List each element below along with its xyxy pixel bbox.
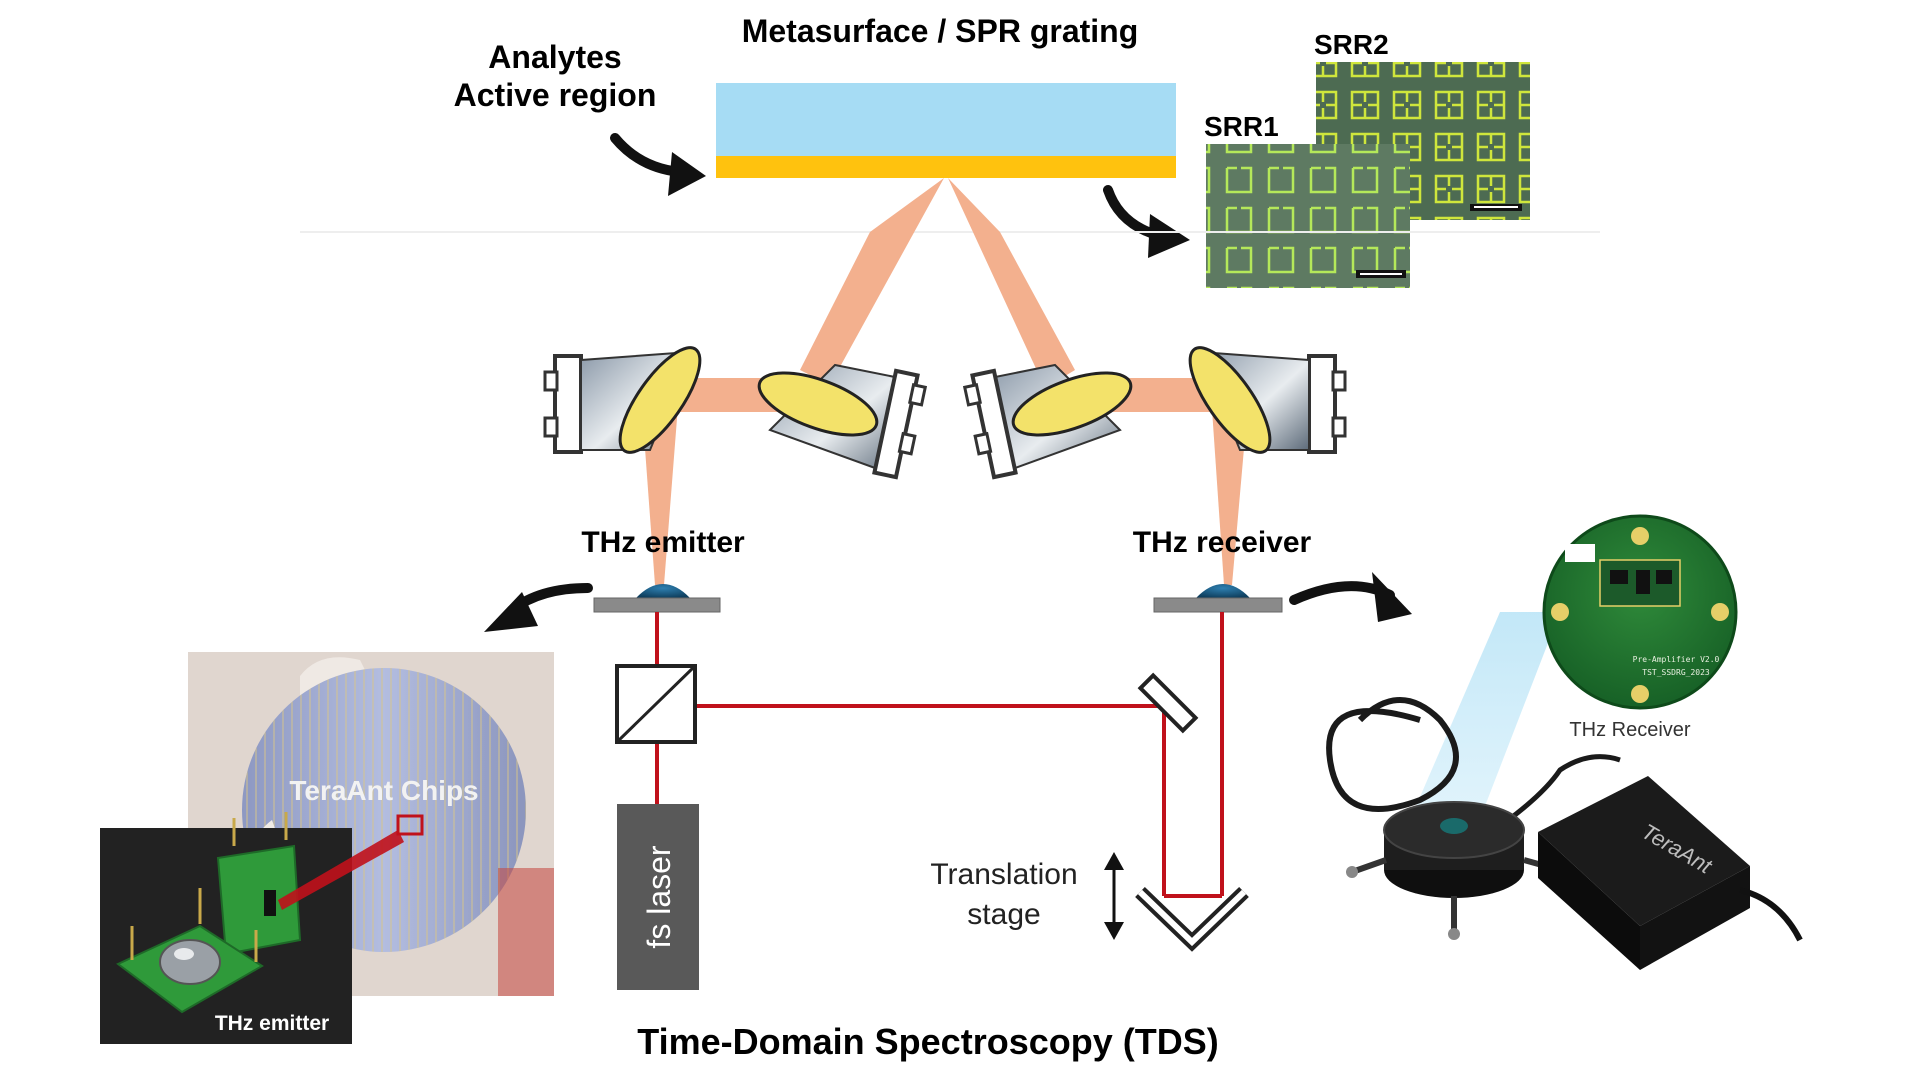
srr1-micrograph	[1206, 144, 1410, 288]
parabolic-mirror-right-outer	[1188, 346, 1347, 454]
analytes-label: Analytes	[488, 39, 621, 75]
laser-beam-path	[655, 612, 1224, 898]
tds-caption: Time-Domain Spectroscopy (TDS)	[637, 1021, 1218, 1062]
thz-emitter-label: THz emitter	[581, 526, 745, 559]
receiver-photo-arrow	[1289, 572, 1412, 622]
translation-double-arrow	[1104, 852, 1124, 940]
thz-emitter-photo-label: THz emitter	[215, 1012, 329, 1035]
fs-laser-box: fs laser	[617, 804, 699, 990]
parabolic-mirror-left-inner	[757, 363, 928, 480]
emitter-photo-arrow	[484, 583, 593, 632]
thz-receiver-antenna	[1153, 584, 1283, 613]
srr1-label: SRR1	[1204, 111, 1279, 142]
retroreflector	[1135, 886, 1249, 952]
analytes-arrow	[610, 133, 706, 196]
folding-mirror	[1137, 672, 1199, 734]
thz-receiver-label: THz receiver	[1133, 526, 1312, 559]
stage-label: stage	[967, 898, 1040, 931]
thz-emitter-antenna	[593, 584, 721, 613]
pcb-text-line1: Pre-Amplifier V2.0	[1633, 655, 1720, 664]
parabolic-mirror-right-inner	[962, 363, 1133, 480]
metasurface-title: Metasurface / SPR grating	[742, 13, 1139, 49]
parabolic-mirror-left-outer	[543, 346, 702, 454]
teraant-chips-label: TeraAnt Chips	[289, 775, 478, 806]
pcb-text-line2: TST_SSDRG_2023	[1642, 668, 1710, 677]
thz-receiver-photo: Pre-Amplifier V2.0 TST_SSDRG_2023 THz Re…	[1326, 514, 1803, 970]
srr2-label: SRR2	[1314, 29, 1389, 60]
receiver-module	[1346, 801, 1566, 940]
thz-receiver-photo-label: THz Receiver	[1569, 719, 1690, 741]
translation-label: Translation	[930, 858, 1077, 891]
thz-emitter-photo: THz emitter	[100, 812, 404, 1044]
active-region-label: Active region	[454, 77, 657, 113]
receiver-pcb-board: Pre-Amplifier V2.0 TST_SSDRG_2023	[1542, 514, 1738, 710]
beam-splitter	[615, 664, 697, 744]
metasurface-slab	[716, 83, 1176, 178]
teraant-controller-box: TeraAnt	[1538, 776, 1803, 970]
srr-arrow	[1103, 185, 1190, 258]
fs-laser-label: fs laser	[641, 845, 677, 948]
